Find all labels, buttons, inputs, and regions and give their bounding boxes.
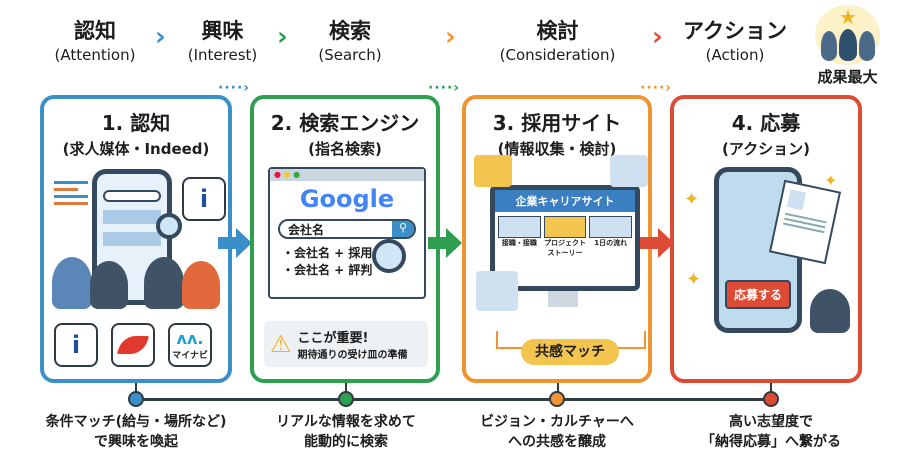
job-seeker-avatar (182, 261, 220, 309)
magnifier-icon (372, 239, 406, 273)
indeed-logo: i (54, 323, 98, 367)
card-subtitle: (アクション) (722, 140, 810, 158)
stage-label: 認知 (74, 19, 116, 43)
card-subtitle: (求人媒体・Indeed) (62, 140, 210, 158)
stage-interest: 興味 (Interest) (175, 18, 270, 66)
sparkle-icon: ✦ (824, 171, 838, 190)
stage-sublabel: (Interest) (187, 46, 258, 64)
alert-title: ここが重要! (297, 331, 369, 346)
monitor-stand (548, 291, 578, 307)
team-celebration-icon: ★ (815, 5, 880, 65)
chevron-right-icon: › (277, 22, 288, 52)
chevron-right-icon: › (652, 22, 663, 52)
caption-consideration: ビジョン・カルチャーへへの共感を醸成 (447, 412, 667, 452)
search-query: 会社名 (288, 222, 325, 237)
team-avatar (476, 271, 518, 311)
browser-window: ● ● ● Google 会社名 ⚲ ・会社名 + 採用 ・会社名 + 評判 (268, 167, 426, 299)
card-title: 2. 検索エンジン (270, 111, 420, 135)
search-icon[interactable]: ⚲ (392, 221, 414, 237)
step-application-card: 4. 応募 (アクション) ✦ ✦ ✦ 応募する (670, 95, 862, 383)
job-seeker-avatar (52, 257, 92, 309)
indeed-logo: i (182, 177, 226, 221)
sparkle-icon: ✦ (686, 269, 702, 290)
step-search-card: 2. 検索エンジン (指名検索) ● ● ● Google 会社名 ⚲ ・会社名… (250, 95, 440, 383)
apply-button[interactable]: 応募する (725, 280, 791, 309)
job-seeker-avatar (144, 257, 184, 309)
card-title: 4. 応募 (731, 111, 801, 135)
logo-text: マイナビ (172, 351, 208, 361)
timeline-dot (763, 391, 779, 407)
tile-label[interactable]: プロジェクトストーリー (544, 239, 586, 257)
caption-line: 能動的に検索 (304, 434, 388, 450)
stage-sublabel: (Action) (705, 46, 765, 64)
caption-line: 高い志望度で (729, 414, 813, 430)
arrow-right-icon (640, 228, 674, 258)
warning-icon: ⚠ (270, 330, 292, 358)
important-alert: ⚠ ここが重要! 期待通りの受け皿の準備 (264, 321, 428, 367)
card-subtitle: (情報収集・検討) (497, 140, 617, 158)
stage-search: 検索 (Search) (300, 18, 400, 66)
result-label: 成果最大 (817, 68, 878, 86)
caption-line: 条件マッチ(給与・場所など) (45, 414, 227, 430)
caption-line: ビジョン・カルチャーへ (480, 414, 634, 430)
search-suggestion[interactable]: ・会社名 + 採用 (282, 246, 373, 260)
timeline-dot (128, 391, 144, 407)
timeline-stem (135, 383, 137, 398)
search-input[interactable]: 会社名 ⚲ (278, 219, 416, 239)
window-controls-icon: ● ● ● (270, 169, 424, 181)
stage-consideration: 検討 (Consideration) (480, 18, 635, 66)
caption-line: への共感を醸成 (508, 434, 606, 450)
timeline-dot (549, 391, 565, 407)
dotted-arrow-icon: ····› (640, 80, 673, 96)
card-title: 3. 採用サイト (492, 111, 622, 135)
stage-action: アクション (Action) (670, 18, 800, 66)
stage-label: 興味 (201, 19, 244, 43)
chevron-right-icon: › (155, 22, 166, 52)
card-subtitle: (指名検索) (308, 140, 382, 158)
caption-search: リアルな情報を求めて能動的に検索 (236, 412, 456, 452)
timeline-stem (770, 383, 772, 398)
stage-sublabel: (Consideration) (499, 46, 616, 64)
mynavi-logo: ʌʌ.マイナビ (168, 323, 212, 367)
caption-line: リアルな情報を求めて (276, 414, 416, 430)
chevron-right-icon: › (445, 22, 456, 52)
search-suggestion[interactable]: ・会社名 + 評判 (282, 263, 373, 277)
rikunabi-logo (111, 323, 155, 367)
magnifier-icon (156, 213, 182, 239)
dotted-arrow-icon: ····› (218, 80, 251, 96)
step-awareness-card: 1. 認知 (求人媒体・Indeed) i i ʌʌ.マイナビ (40, 95, 232, 383)
site-title: 企業キャリアサイト (495, 190, 635, 212)
timeline-stem (345, 383, 347, 398)
caption-line: 「納得応募」へ繋がる (701, 434, 841, 450)
tile-label[interactable]: 接職・接職 (501, 239, 537, 247)
applicant-avatar (810, 289, 850, 333)
caption-awareness: 条件マッチ(給与・場所など) で興味を喚起 (26, 412, 246, 452)
arrow-right-icon (428, 228, 462, 258)
step-career-site-card: 3. 採用サイト (情報収集・検討) 企業キャリアサイト 接職・接職 プロジェク… (462, 95, 652, 383)
employee-avatar (474, 155, 512, 187)
stage-sublabel: (Search) (318, 46, 382, 64)
list-icon (54, 177, 88, 209)
card-title: 1. 認知 (101, 111, 171, 135)
stage-label: 検索 (329, 19, 371, 43)
stage-attention: 認知 (Attention) (40, 18, 150, 66)
sparkle-icon: ✦ (684, 189, 700, 210)
employee-avatar (610, 155, 648, 187)
dotted-arrow-icon: ····› (428, 80, 461, 96)
stage-sublabel: (Attention) (54, 46, 136, 64)
google-logo: Google (299, 185, 395, 213)
caption-action: 高い志望度で「納得応募」へ繋がる (661, 412, 881, 452)
tile-label[interactable]: 1日の流れ (594, 239, 628, 247)
timeline-stem (557, 383, 559, 398)
empathy-match-badge: 共感マッチ (521, 339, 619, 365)
arrow-right-icon (218, 228, 252, 258)
timeline-dot (338, 391, 354, 407)
timeline-line (136, 398, 772, 401)
stage-label: 検討 (536, 19, 579, 43)
stage-label: アクション (683, 19, 787, 43)
alert-text: 期待通りの受け皿の準備 (297, 350, 408, 361)
caption-line: で興味を喚起 (94, 434, 178, 450)
job-seeker-avatar (90, 261, 128, 309)
